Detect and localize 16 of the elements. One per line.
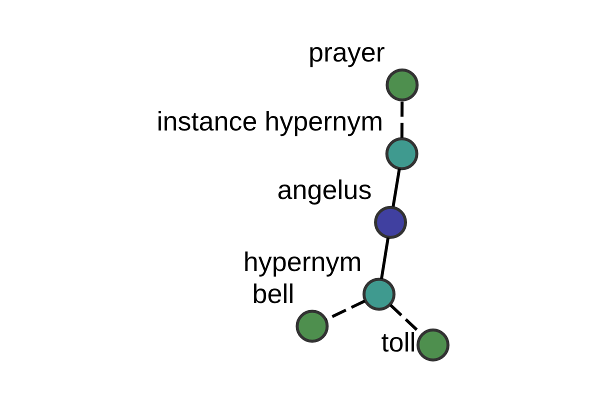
connector <box>379 237 390 280</box>
node-circle <box>384 137 418 170</box>
node-label: prayer <box>308 38 384 68</box>
node-circle <box>295 310 328 343</box>
connector <box>400 100 404 138</box>
connector <box>325 300 365 321</box>
node-label: hypernym <box>242 246 362 277</box>
node-circle <box>374 206 407 239</box>
node-label: toll <box>380 328 416 358</box>
connector <box>391 168 400 207</box>
node-circle <box>362 278 395 311</box>
node-label: angelus <box>276 174 372 205</box>
node-circle <box>416 328 449 362</box>
node-circle <box>385 68 418 102</box>
node-label: instance hypernym <box>156 106 383 136</box>
node-label: bell <box>252 278 294 309</box>
